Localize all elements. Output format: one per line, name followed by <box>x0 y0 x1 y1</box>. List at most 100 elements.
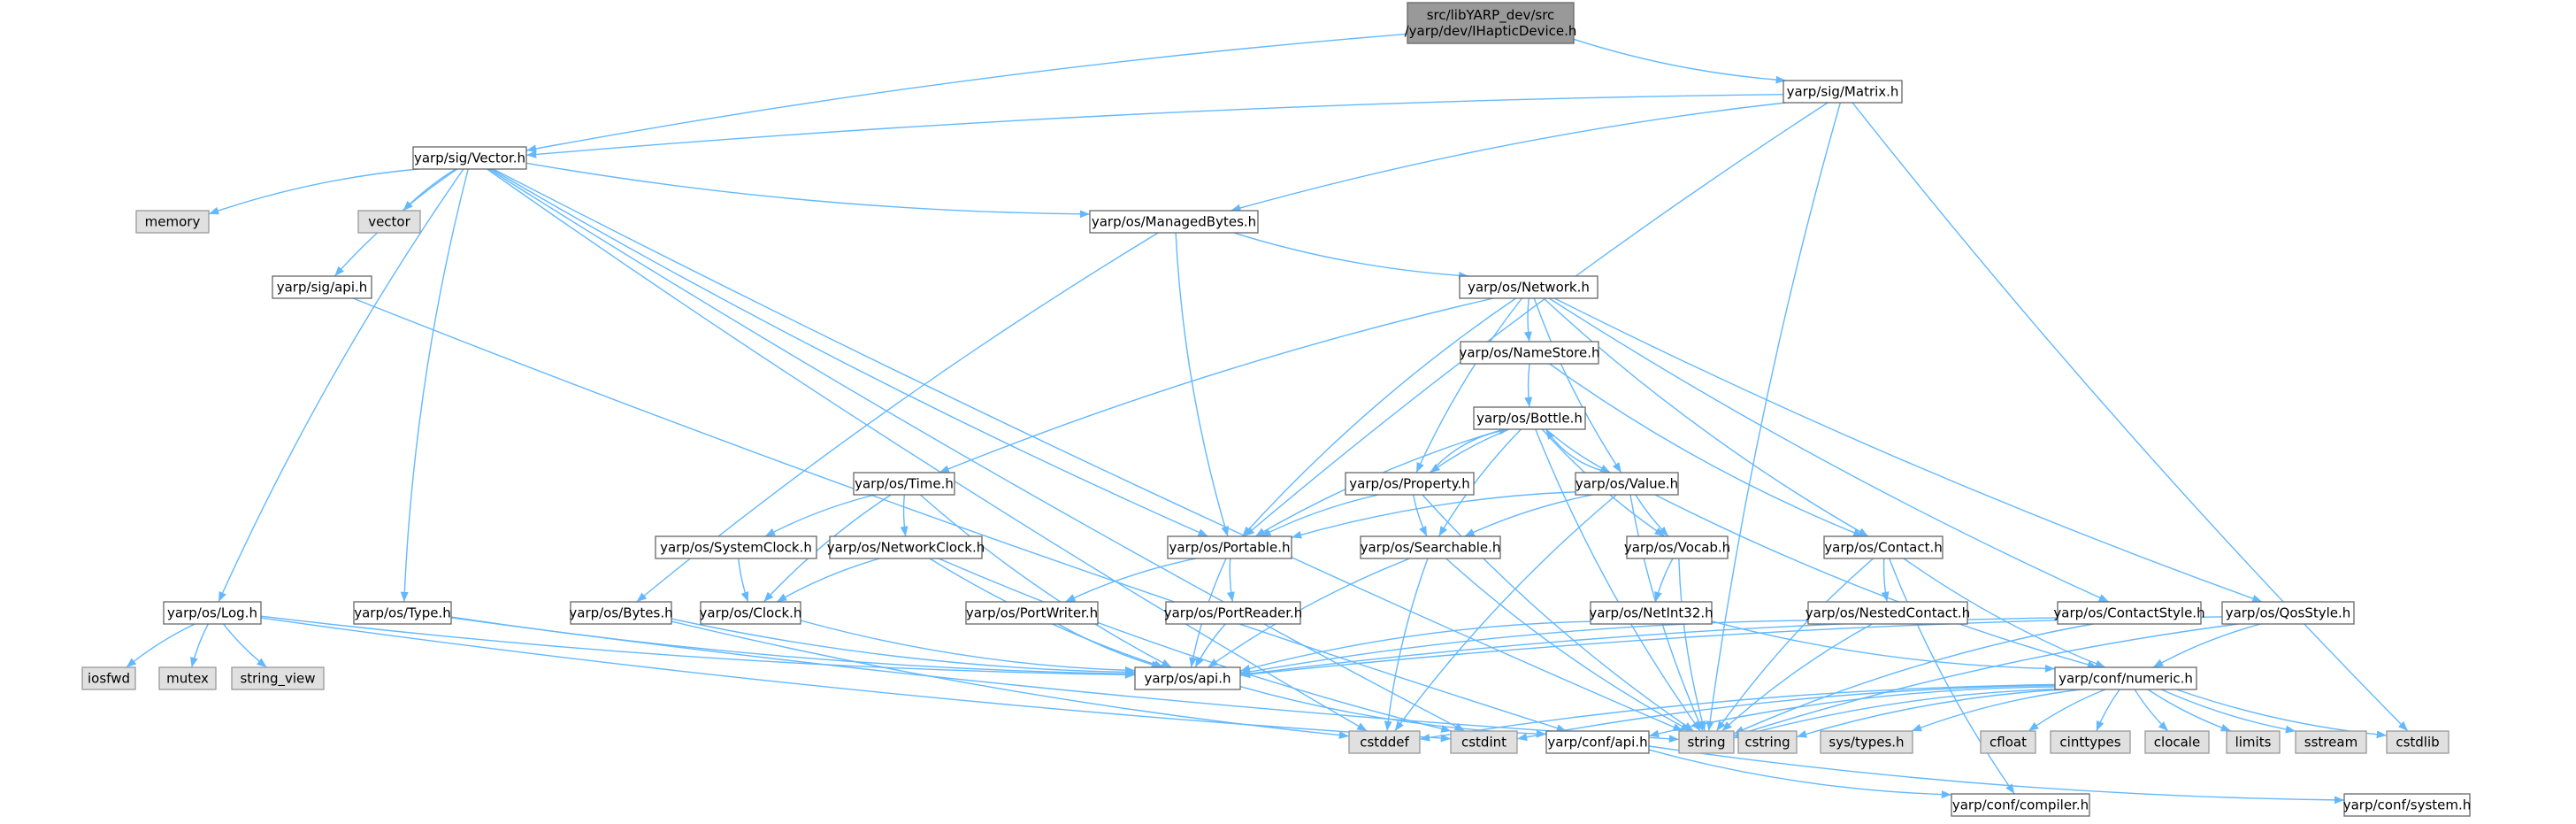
node-box <box>1460 341 1599 365</box>
node-label: yarp/os/Clock.h <box>700 605 802 621</box>
node-label: sstream <box>2304 735 2358 751</box>
edge-os_network-to-os_contact <box>1543 297 1869 537</box>
node-label: yarp/os/NameStore.h <box>1459 345 1599 361</box>
node-box <box>655 535 817 559</box>
edge-os_type-to-os_api <box>450 616 1136 678</box>
node-box <box>272 275 372 299</box>
node-os-portreader[interactable]: yarp/os/PortReader.h <box>1164 601 1303 625</box>
node-os-clock[interactable]: yarp/os/Clock.h <box>700 601 802 625</box>
edge-os_searchable-to-cstddef <box>1384 558 1429 732</box>
node-os-portwriter[interactable]: yarp/os/PortWriter.h <box>965 601 1099 625</box>
node-os-networkclock[interactable]: yarp/os/NetworkClock.h <box>827 535 985 559</box>
node-cinttypes: cinttypes <box>2050 730 2131 754</box>
edge-os_network-to-os_value <box>1533 297 1622 474</box>
node-cstdint: cstdint <box>1450 730 1518 754</box>
node-label: cstring <box>1744 735 1790 751</box>
node-box <box>1089 210 1259 234</box>
node-label: iosfwd <box>88 671 130 687</box>
node-sig-vector[interactable]: yarp/sig/Vector.h <box>412 146 527 170</box>
node-os-bottle[interactable]: yarp/os/Bottle.h <box>1473 406 1586 430</box>
edge-sig_vector-to-os_log <box>218 168 464 603</box>
node-box <box>1345 472 1475 496</box>
node-os-namestore[interactable]: yarp/os/NameStore.h <box>1459 341 1600 365</box>
node-os-contact[interactable]: yarp/os/Contact.h <box>1823 535 1944 559</box>
node-conf-api[interactable]: yarp/conf/api.h <box>1545 730 1650 754</box>
node-os-vocab[interactable]: yarp/os/Vocab.h <box>1624 535 1730 559</box>
node-os-property[interactable]: yarp/os/Property.h <box>1345 472 1475 496</box>
node-box <box>1782 80 1903 104</box>
node-conf-numeric[interactable]: yarp/conf/numeric.h <box>2054 666 2197 690</box>
node-label: sys/types.h <box>1828 735 1904 751</box>
node-box <box>700 601 801 625</box>
node-conf-system[interactable]: yarp/conf/system.h <box>2343 793 2472 817</box>
edge-os_time-to-os_systemclock <box>764 494 876 537</box>
node-label: yarp/os/SystemClock.h <box>660 540 812 556</box>
edge-conf_numeric-to-limits <box>2147 689 2232 732</box>
node-box <box>2221 601 2355 625</box>
node-os-portable[interactable]: yarp/os/Portable.h <box>1167 535 1292 559</box>
edge-os_value-to-os_portable <box>1291 491 1576 539</box>
node-label: yarp/os/Contact.h <box>1824 540 1943 556</box>
edge-os_log-to-iosfwd <box>126 623 196 668</box>
node-box <box>2386 730 2450 754</box>
node-os-nestedcontact[interactable]: yarp/os/NestedContact.h <box>1806 601 1970 625</box>
node-root[interactable]: src/libYARP_dev/src/yarp/dev/IHapticDevi… <box>1405 2 1577 44</box>
edge-root-to-sig_matrix <box>1573 38 1786 84</box>
edge-os_bottle-to-os_searchable <box>1438 428 1522 537</box>
node-os-systemclock[interactable]: yarp/os/SystemClock.h <box>655 535 817 559</box>
edge-os_network-to-os_property <box>1415 297 1522 474</box>
node-os-type[interactable]: yarp/os/Type.h <box>353 601 452 625</box>
edge-os_managedbytes-to-os_network <box>1233 232 1469 280</box>
edge-os_networkclock-to-os_clock <box>776 558 880 603</box>
edge-os_value-to-os_bottle <box>1545 428 1611 474</box>
node-memory: memory <box>135 210 210 234</box>
node-box <box>1980 730 2036 754</box>
node-box <box>2054 666 2197 690</box>
node-label: yarp/os/PortReader.h <box>1164 605 1303 621</box>
node-os-time[interactable]: yarp/os/Time.h <box>853 472 955 496</box>
edges-layer <box>126 33 2409 805</box>
edge-os_network-to-os_contactstyle <box>1548 297 2110 603</box>
node-os-contactstyle[interactable]: yarp/os/ContactStyle.h <box>2053 601 2205 625</box>
node-cstring: cstring <box>1737 730 1798 754</box>
edge-os_portreader-to-os_api <box>1194 623 1226 668</box>
node-os-netint32[interactable]: yarp/os/NetInt32.h <box>1589 601 1714 625</box>
node-label: yarp/os/Bytes.h <box>569 605 672 621</box>
node-label: yarp/conf/system.h <box>2343 797 2472 813</box>
node-clocale: clocale <box>2144 730 2210 754</box>
edge-sig_vector-to-cstddef <box>487 168 1368 732</box>
node-conf-compiler[interactable]: yarp/conf/compiler.h <box>1951 793 2090 817</box>
edge-os_namestore-to-os_contact <box>1549 363 1864 537</box>
edge-sig_vector-to-cstdint <box>488 168 1466 732</box>
node-box <box>1134 666 1241 690</box>
node-os-value[interactable]: yarp/os/Value.h <box>1575 472 1679 496</box>
edge-conf_numeric-to-string <box>1733 689 2056 740</box>
node-os-api[interactable]: yarp/os/api.h <box>1134 666 1241 690</box>
edge-conf_numeric-to-cstdint <box>1516 684 2056 742</box>
node-os-qosstyle[interactable]: yarp/os/QosStyle.h <box>2221 601 2355 625</box>
edge-os_bytes-to-cstddef <box>671 620 1350 740</box>
node-os-managedbytes[interactable]: yarp/os/ManagedBytes.h <box>1089 210 1259 234</box>
node-box <box>965 601 1099 625</box>
node-os-log[interactable]: yarp/os/Log.h <box>163 601 262 625</box>
node-label: clocale <box>2154 735 2200 751</box>
node-box <box>1165 601 1301 625</box>
node-sstream: sstream <box>2295 730 2367 754</box>
node-box <box>853 472 955 496</box>
node-os-network[interactable]: yarp/os/Network.h <box>1459 275 1598 299</box>
edge-sig_vector-to-os_type <box>400 168 469 603</box>
edge-os_contactstyle-to-string <box>1733 623 2094 735</box>
edge-sig_matrix-to-cstdlib <box>1852 102 2409 732</box>
edge-os_bottle-to-os_property <box>1429 428 1510 474</box>
edge-conf_numeric-to-cstring <box>1796 689 2064 738</box>
edge-os_managedbytes-to-os_portable <box>1175 232 1230 537</box>
node-label: yarp/os/api.h <box>1144 671 1230 687</box>
node-sig-api[interactable]: yarp/sig/api.h <box>272 275 372 299</box>
node-label: yarp/conf/numeric.h <box>2058 671 2193 687</box>
node-os-searchable[interactable]: yarp/os/Searchable.h <box>1360 535 1501 559</box>
node-os-bytes[interactable]: yarp/os/Bytes.h <box>569 601 673 625</box>
node-sig-matrix[interactable]: yarp/sig/Matrix.h <box>1782 80 1903 104</box>
edge-os_value-to-os_searchable <box>1464 494 1593 537</box>
edge-os_networkclock-to-cstdint <box>938 558 1452 733</box>
node-cstdlib: cstdlib <box>2386 730 2450 754</box>
